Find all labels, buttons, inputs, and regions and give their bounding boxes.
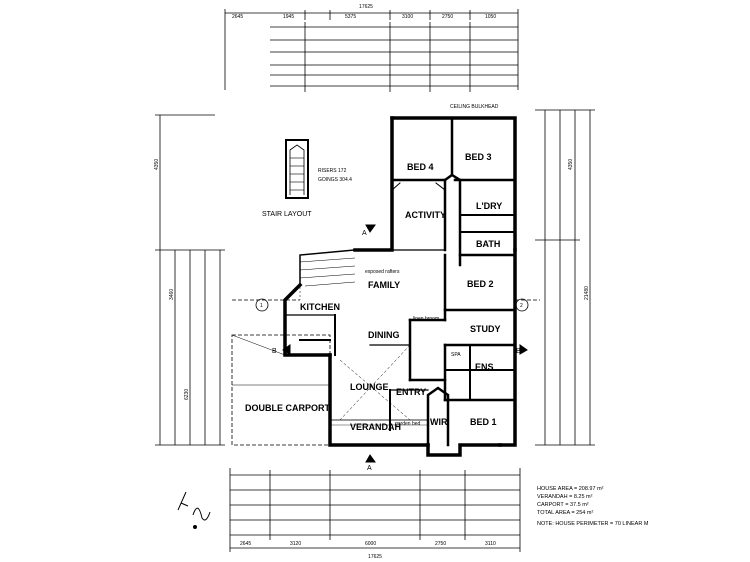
room-bed4: BED 4 <box>407 162 434 172</box>
section-b-right: B <box>516 348 521 355</box>
svg-text:4350: 4350 <box>154 159 160 170</box>
note-linen: linen broom <box>413 316 439 322</box>
svg-text:4350: 4350 <box>568 159 574 170</box>
section-marks <box>282 224 528 463</box>
stair-layout-diagram <box>285 139 309 199</box>
bottom-dimension-strings <box>229 468 521 552</box>
svg-text:2750: 2750 <box>442 14 453 20</box>
room-verandah: VERANDAH <box>350 422 401 432</box>
stair-layout-title: STAIR LAYOUT <box>262 211 312 218</box>
annotations: exposed rafters linen broom SPA CEILING … <box>365 104 499 427</box>
note-bulkhead: CEILING BULKHEAD <box>450 104 499 110</box>
room-bed2: BED 2 <box>467 279 494 289</box>
svg-text:6000: 6000 <box>365 541 376 547</box>
double-carport <box>231 334 331 446</box>
svg-text:3100: 3100 <box>402 14 413 20</box>
area-notes: HOUSE AREA = 208.97 m² VERANDAH = 8.25 m… <box>537 486 649 527</box>
room-entry: ENTRY <box>396 387 426 397</box>
svg-text:3120: 3120 <box>290 541 301 547</box>
note-spa: SPA <box>451 352 461 358</box>
area-title: HOUSE AREA = 208.97 m² <box>537 486 604 492</box>
room-double-carport: DOUBLE CARPORT <box>245 403 331 413</box>
top-dimension-labels: 2645 1945 5375 3100 2750 1050 <box>232 14 496 20</box>
area-footer: NOTE: HOUSE PERIMETER = 70 LINEAR M <box>537 521 649 527</box>
area-line-1: VERANDAH = 8.25 m² <box>537 494 593 500</box>
top-dimension-strings <box>224 9 519 92</box>
section-a-bottom: A <box>367 465 372 472</box>
room-ldry: L'DRY <box>476 201 502 211</box>
svg-text:2645: 2645 <box>232 14 243 20</box>
svg-text:2645: 2645 <box>240 541 251 547</box>
svg-text:3460: 3460 <box>169 289 175 300</box>
room-family: FAMILY <box>368 280 400 290</box>
stair-goings: GOINGS 304.4 <box>318 177 352 183</box>
room-ens: ENS <box>475 362 494 372</box>
room-bed1: BED 1 <box>470 417 497 427</box>
room-lounge: LOUNGE <box>350 382 389 392</box>
svg-text:3110: 3110 <box>485 541 496 547</box>
room-dining: DINING <box>368 330 400 340</box>
area-line-3: TOTAL AREA = 254 m² <box>537 510 593 516</box>
grid-mark-1: 1 <box>260 303 263 309</box>
grid-marks <box>232 298 540 312</box>
left-dimension-strings <box>155 114 225 446</box>
note-exposed-rafters: exposed rafters <box>365 269 400 275</box>
svg-text:6230: 6230 <box>184 389 190 400</box>
svg-text:5375: 5375 <box>345 14 356 20</box>
grid-mark-2: 2 <box>520 303 523 309</box>
section-b-left: B <box>272 348 277 355</box>
svg-text:21480: 21480 <box>584 286 590 300</box>
svg-text:1945: 1945 <box>283 14 294 20</box>
rafter-lines <box>299 255 411 421</box>
house-walls <box>283 116 517 457</box>
room-bed3: BED 3 <box>465 152 492 162</box>
room-kitchen: KITCHEN <box>300 302 340 312</box>
svg-text:2750: 2750 <box>435 541 446 547</box>
svg-text:1050: 1050 <box>485 14 496 20</box>
bottom-dimension-labels: 2645 3120 6000 2750 3110 <box>240 541 496 547</box>
note-garden-bed: garden bed <box>395 421 421 427</box>
left-dimension-labels: 4350 3460 6230 <box>154 159 190 400</box>
right-dimension-strings <box>535 109 595 446</box>
room-bath: BATH <box>476 239 500 249</box>
stair-risers: RISERS 172 <box>318 168 347 174</box>
room-activity: ACTIVITY <box>405 210 446 220</box>
room-wir: WIR <box>430 417 448 427</box>
signature <box>177 491 211 529</box>
room-study: STUDY <box>470 324 501 334</box>
room-labels: BED 4 BED 3 ACTIVITY L'DRY BATH FAMILY K… <box>245 152 502 432</box>
section-a-top: A <box>362 230 367 237</box>
overall-top-dimension: 17625 <box>359 4 373 10</box>
overall-bottom-dimension: 17625 <box>368 554 382 560</box>
right-dimension-labels: 4350 21480 <box>568 159 590 300</box>
area-line-2: CARPORT = 37.5 m² <box>537 502 589 508</box>
verandah <box>329 419 429 446</box>
